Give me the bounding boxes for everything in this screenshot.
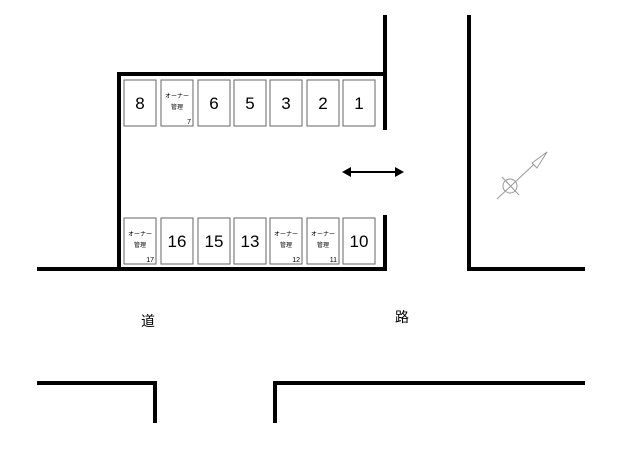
managed-text: 管理	[134, 241, 146, 249]
owner-text: オーナー	[165, 93, 189, 100]
owner-text: オーナー	[128, 231, 152, 238]
space-box	[197, 79, 231, 127]
road-wall-right	[467, 15, 585, 271]
space-box	[269, 79, 303, 127]
road-wall-bottom-right	[273, 381, 585, 423]
space-box	[160, 217, 194, 265]
managed-text: 管理	[280, 241, 292, 249]
parking-space-5: 5	[233, 79, 267, 127]
owner-text: オーナー	[311, 231, 335, 238]
space-box	[123, 217, 157, 265]
space-box	[306, 79, 340, 127]
space-box	[197, 217, 231, 265]
parking-space-1: 1	[342, 79, 376, 127]
space-box	[123, 79, 157, 127]
double-arrow-icon	[342, 167, 404, 177]
space-number: 10	[350, 232, 369, 251]
space-box	[342, 79, 376, 127]
parking-space-16: 16	[160, 217, 194, 265]
road-label-1: 道	[141, 314, 155, 330]
space-number: 2	[318, 94, 327, 113]
space-number: 16	[168, 232, 187, 251]
road-wall-bottom-left	[37, 381, 157, 423]
parking-space-6: 6	[197, 79, 231, 127]
space-number: 5	[245, 94, 254, 113]
space-number: 6	[209, 94, 218, 113]
space-box	[269, 217, 303, 265]
road-label-2: 路	[395, 310, 409, 326]
space-box	[233, 79, 267, 127]
parking-space-8: 8	[123, 79, 157, 127]
parking-space-10: 10	[342, 217, 376, 265]
walls	[37, 15, 585, 423]
space-number: 8	[135, 94, 144, 113]
space-number: 7	[187, 119, 191, 126]
space-number: 3	[281, 94, 290, 113]
north-arrow-icon	[496, 151, 548, 200]
managed-text: 管理	[171, 103, 183, 111]
managed-text: 管理	[317, 241, 329, 249]
space-number: 12	[292, 257, 300, 264]
space-box	[342, 217, 376, 265]
owner-text: オーナー	[274, 231, 298, 238]
space-number: 17	[146, 257, 154, 264]
space-number: 1	[354, 94, 363, 113]
parking-space-13: 13	[233, 217, 267, 265]
space-box	[306, 217, 340, 265]
parking-space-15: 15	[197, 217, 231, 265]
space-number: 13	[241, 232, 260, 251]
lot-wall-bottom	[117, 215, 387, 271]
space-box	[233, 217, 267, 265]
parking-space-2: 2	[306, 79, 340, 127]
lot-wall-top-left	[37, 15, 387, 271]
space-number: 11	[330, 257, 337, 264]
space-number: 15	[205, 232, 224, 251]
parking-space-3: 3	[269, 79, 303, 127]
space-box	[160, 79, 194, 127]
